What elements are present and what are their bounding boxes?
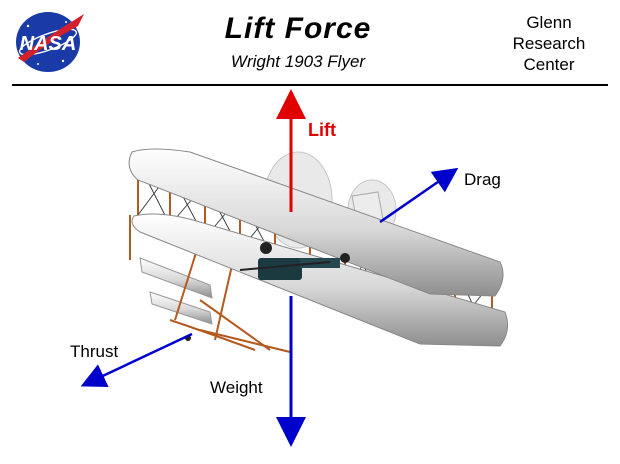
drag-label: Drag: [464, 170, 501, 189]
header-divider: [12, 84, 608, 86]
wright-flyer-diagram: [80, 89, 509, 447]
landing-skids: [169, 319, 291, 353]
thrust-label: Thrust: [70, 342, 119, 361]
lift-label: Lift: [308, 120, 336, 140]
weight-label: Weight: [210, 378, 263, 397]
page-subtitle: Wright 1903 Flyer: [230, 52, 366, 71]
org-line-1: Glenn: [526, 13, 572, 32]
upper-wing: [128, 148, 504, 297]
drag-arrow: [379, 167, 459, 224]
page-title: Lift Force: [224, 12, 372, 45]
engine-and-pilot: [185, 242, 350, 341]
nasa-logo: NASA: [16, 12, 84, 72]
thrust-arrow: [80, 332, 193, 387]
front-elevator-upper: [139, 257, 213, 299]
nasa-logo-text: NASA: [20, 33, 77, 55]
org-line-2: Research: [512, 34, 586, 53]
org-line-3: Center: [523, 55, 575, 74]
front-elevator-lower: [149, 291, 213, 325]
lower-wing: [131, 213, 509, 347]
organization-name: Glenn Research Center: [494, 12, 604, 75]
